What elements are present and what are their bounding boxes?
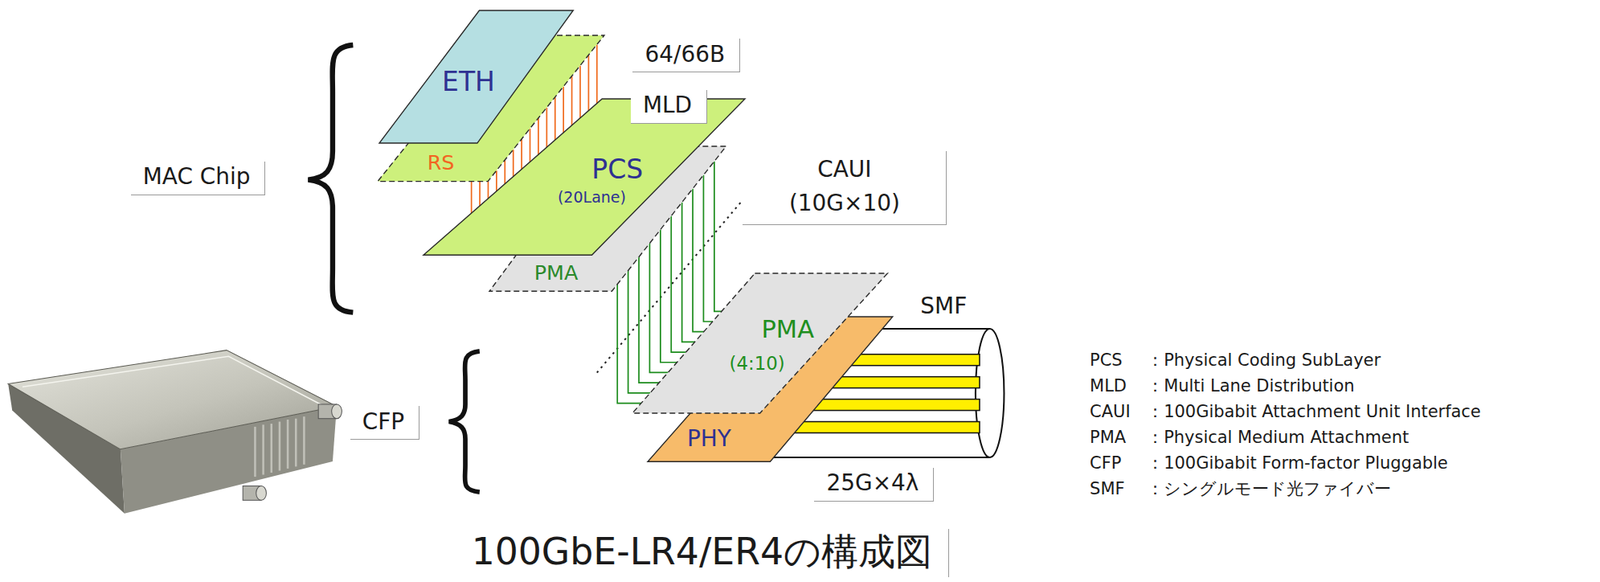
group-label: CFP: [362, 408, 405, 436]
label-box: 100GbE-LR4/ER4の構成図: [471, 528, 950, 577]
wire: [512, 149, 515, 177]
label-box: ：シングルモード光ファイバー: [1146, 478, 1392, 500]
label-box: 64/66B: [632, 38, 741, 73]
label-box: ：Physical Medium Attachment: [1146, 427, 1409, 448]
curly-brace: [307, 45, 353, 313]
label-box: MLD: [1089, 376, 1127, 397]
text-anchor: PHY: [687, 425, 732, 452]
curly-brace: [449, 351, 480, 492]
layer-name: PMA: [534, 261, 579, 286]
legend-definition: ：100Gibabit Attachment Unit Interface: [1146, 401, 1482, 422]
wire: [588, 55, 590, 111]
module-vents: [254, 416, 304, 477]
text-anchor: ETH: [441, 66, 496, 98]
legend-abbr: CFP: [1089, 453, 1122, 474]
module-knob: [331, 404, 343, 419]
layer-name: PHY: [687, 425, 732, 452]
label-box: ：Physical Coding SubLayer: [1146, 350, 1381, 371]
wire: [579, 65, 582, 119]
diagram-caption: 100GbE-LR4/ER4の構成図: [471, 530, 933, 575]
interface-label: CAUI (10G×10): [776, 152, 913, 221]
wire: [470, 181, 473, 213]
label-box: CFP: [1089, 453, 1122, 474]
layer-outline: [632, 273, 888, 414]
layer-note: (4:10): [729, 352, 786, 374]
layer-shape: [647, 316, 893, 462]
label-box: MLD: [630, 90, 708, 124]
wire: [487, 180, 490, 199]
text-anchor: PMA: [534, 261, 579, 286]
wire: [545, 107, 548, 148]
wavelength-label: 25G×4λ: [826, 469, 920, 497]
wire: [660, 229, 678, 363]
label-box: MAC Chip: [130, 161, 266, 196]
label-box: ：100Gibabit Attachment Unit Interface: [1146, 401, 1482, 422]
encoding-label: 64/66B: [644, 40, 725, 69]
layer-name: PMA: [761, 315, 815, 344]
layer-shape: [489, 146, 727, 291]
label-box: PCS: [1089, 350, 1123, 371]
legend-abbr: CAUI: [1089, 401, 1130, 422]
layer-name: RS: [427, 151, 455, 176]
wire: [703, 175, 713, 322]
legend-definition: ：100Gibabit Form-factor Pluggable: [1146, 453, 1449, 474]
label-box: CFP: [350, 405, 420, 440]
wire: [537, 118, 540, 155]
legend-abbr: SMF: [1089, 478, 1125, 500]
text-anchor: (20Lane): [557, 188, 627, 207]
layer-plane: ETH: [379, 10, 573, 144]
layer-name: PCS: [591, 154, 643, 185]
text-anchor: (4:10): [729, 352, 786, 374]
sublayer-label: MLD: [642, 91, 692, 119]
legend-abbr: PMA: [1089, 427, 1126, 448]
label-box: PMA: [1089, 427, 1126, 448]
legend-definition: ：Multi Lane Distribution: [1146, 376, 1355, 397]
module-bevel: [22, 356, 325, 406]
wire: [596, 45, 598, 104]
wire: [554, 97, 557, 140]
wire: [478, 181, 481, 206]
legend-abbr: PCS: [1089, 350, 1123, 371]
wire: [495, 170, 498, 192]
wire: [562, 86, 565, 133]
text-anchor: PMA: [761, 315, 815, 344]
layer-note: (20Lane): [557, 188, 627, 207]
label-box: SMF: [1089, 478, 1125, 500]
wire: [714, 161, 723, 311]
text-anchor: RS: [427, 151, 455, 176]
label-box: ：100Gibabit Form-factor Pluggable: [1146, 453, 1449, 474]
label-box: CAUI (10G×10): [742, 151, 947, 226]
module-knob: [256, 486, 267, 501]
layer-name: ETH: [441, 66, 496, 98]
label-box: SMF: [920, 292, 967, 320]
group-label: MAC Chip: [143, 163, 251, 191]
legend-abbr: MLD: [1089, 376, 1127, 397]
cfp-module-photo: [8, 350, 342, 514]
label-box: CAUI: [1089, 401, 1130, 422]
fiber-label: SMF: [920, 292, 967, 320]
legend-definition: ：シングルモード光ファイバー: [1146, 478, 1392, 500]
legend-definition: ：Physical Medium Attachment: [1146, 427, 1409, 448]
layer-plane: PMA (4:10): [632, 273, 888, 414]
wire: [571, 76, 573, 126]
wire: [617, 284, 642, 404]
text-anchor: PCS: [591, 154, 643, 185]
label-box: ：Multi Lane Distribution: [1146, 376, 1355, 397]
legend-definition: ：Physical Coding SubLayer: [1146, 350, 1381, 371]
wire: [529, 128, 532, 162]
wire: [520, 139, 523, 170]
label-box: 25G×4λ: [814, 467, 934, 502]
wire: [671, 216, 687, 352]
wire: [649, 243, 668, 373]
wire: [503, 159, 506, 185]
wire: [692, 188, 704, 332]
